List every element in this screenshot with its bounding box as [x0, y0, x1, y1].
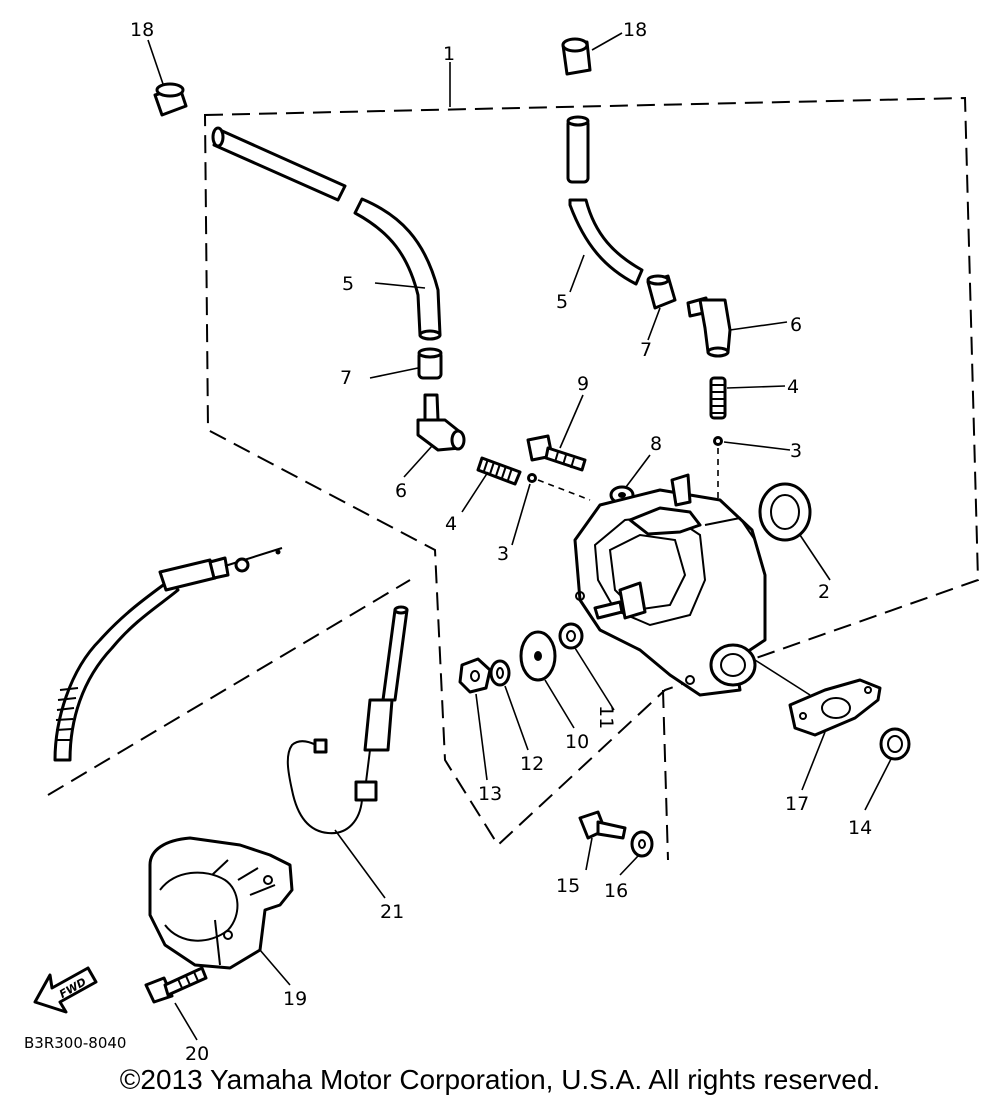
label-part-4-left: 4	[445, 513, 457, 535]
label-part-15: 15	[556, 875, 580, 897]
gasket-part-17	[788, 678, 882, 737]
check-ball-part-3-right	[713, 436, 723, 446]
label-part-7-left: 7	[340, 367, 352, 389]
bolt-part-20	[144, 966, 208, 1004]
elbow-fitting-part-6-left	[416, 393, 466, 452]
joint-part-7-right	[646, 274, 677, 310]
label-part-18-left: 18	[130, 19, 154, 41]
label-part-3-left: 3	[497, 543, 509, 565]
check-ball-part-3-left	[527, 473, 537, 483]
boundary-drop	[662, 689, 669, 861]
label-part-20: 20	[185, 1043, 209, 1060]
label-part-4-right: 4	[787, 376, 799, 398]
joint-part-7-left	[417, 347, 443, 380]
lock-washer-part-12	[489, 659, 511, 687]
pump-cable	[53, 547, 283, 762]
label-part-18-right: 18	[623, 19, 647, 41]
elbow-fitting-part-6-right	[686, 296, 732, 358]
label-part-11: 11	[595, 705, 617, 729]
diagram-code: B3R300-8040	[24, 1034, 126, 1052]
washer-part-16	[630, 830, 654, 858]
oil-hose-left	[211, 126, 442, 341]
pump-cover-part-19	[148, 836, 294, 970]
o-ring-part-14	[879, 727, 911, 761]
spring-part-4-left	[476, 456, 522, 486]
collar-part-18-left	[153, 82, 188, 117]
oil-level-lead-part-21	[286, 605, 409, 835]
label-part-16: 16	[604, 880, 628, 902]
spring-part-4-right	[709, 376, 727, 420]
collar-part-18-right	[561, 37, 592, 76]
label-part-13: 13	[478, 783, 502, 805]
label-part-5-right: 5	[556, 291, 568, 313]
plate-part-10	[519, 630, 557, 682]
bolt-part-15	[578, 810, 627, 840]
label-part-9: 9	[577, 373, 589, 395]
label-part-6-right: 6	[790, 314, 802, 336]
bolt-part-9	[526, 434, 587, 472]
oil-hose-right	[566, 115, 644, 286]
oil-seal-part-2	[758, 482, 812, 542]
washer-part-11	[558, 622, 584, 650]
label-part-7-right: 7	[640, 339, 652, 361]
oil-pump-body	[573, 473, 767, 697]
label-part-8: 8	[650, 433, 662, 455]
label-part-17: 17	[785, 793, 809, 815]
label-part-5-left: 5	[342, 273, 354, 295]
label-part-14: 14	[848, 817, 872, 839]
nut-part-13	[458, 657, 492, 694]
label-part-10: 10	[565, 731, 589, 753]
section-divider	[47, 579, 411, 796]
label-part-2: 2	[818, 581, 830, 603]
label-part-1: 1	[443, 43, 455, 65]
forward-arrow-icon: FWD	[33, 966, 98, 1014]
label-part-3-right: 3	[790, 440, 802, 462]
exploded-parts-diagram: FWD 1 2 3 3 4 4 5 5 6 6 7 7 8 9 10 11 12…	[24, 19, 980, 1060]
label-part-19: 19	[283, 988, 307, 1010]
assembly-boundary	[203, 96, 980, 847]
label-part-6-left: 6	[395, 480, 407, 502]
copyright-notice: ©2013 Yamaha Motor Corporation, U.S.A. A…	[119, 1064, 881, 1095]
label-part-12: 12	[520, 753, 544, 775]
label-part-21: 21	[380, 901, 404, 923]
